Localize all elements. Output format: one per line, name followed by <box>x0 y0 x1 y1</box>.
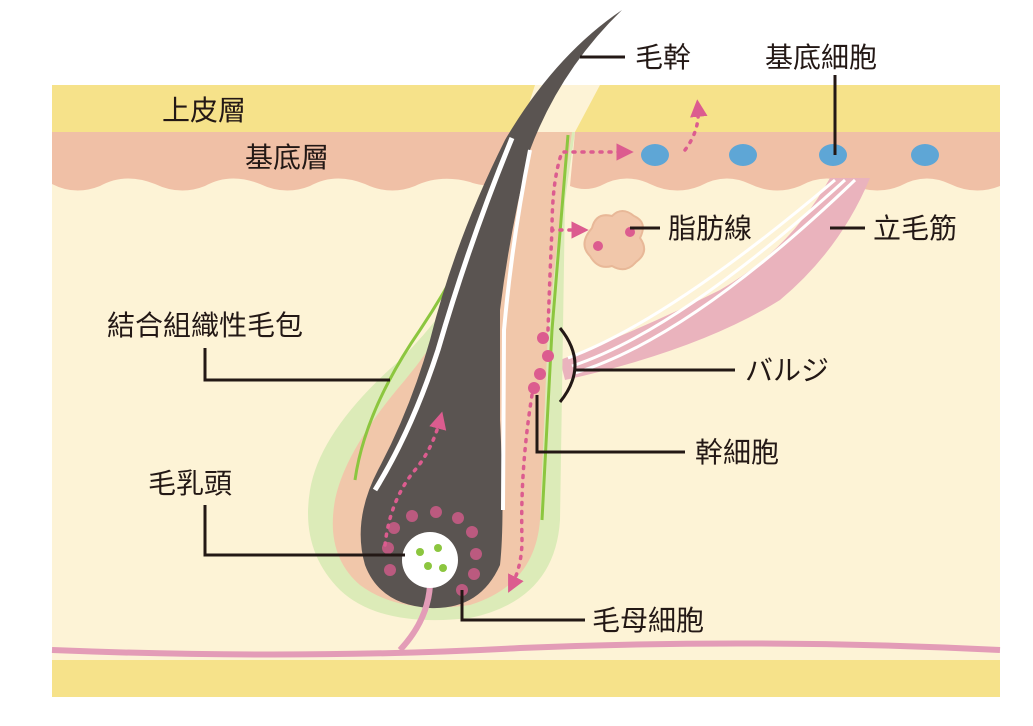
label-epidermis: 上皮層 <box>162 94 246 127</box>
hair-shaft <box>360 10 622 609</box>
label-stem-cell: 幹細胞 <box>695 436 779 469</box>
arrector-pili-muscle <box>560 178 870 380</box>
leader-connective <box>203 348 390 382</box>
sebaceous-gland <box>583 210 646 271</box>
leader-matrix <box>460 590 585 622</box>
epidermis-left <box>52 85 535 132</box>
basal-layer-left <box>52 132 520 191</box>
label-bulge: バルジ <box>745 354 829 387</box>
basal-layer-right <box>570 132 1000 191</box>
label-basal-layer: 基底層 <box>245 141 329 174</box>
basal-cells <box>641 144 939 166</box>
dermal-papilla <box>402 532 458 588</box>
migration-arrows <box>383 99 708 593</box>
papilla-stalk <box>397 584 433 653</box>
bottom-vessel <box>51 640 1001 658</box>
bottom-band <box>52 660 1000 697</box>
epidermis-right <box>575 85 1000 132</box>
label-basal-cell: 基底細胞 <box>765 41 877 74</box>
label-hair-matrix-cell: 毛母細胞 <box>592 604 704 637</box>
stem-cells <box>528 332 554 394</box>
leader-stem <box>535 395 685 454</box>
label-sebaceous-gland: 脂肪線 <box>668 212 752 245</box>
label-arrector-pili: 立毛筋 <box>873 212 957 245</box>
label-dermal-papilla: 毛乳頭 <box>148 467 232 500</box>
label-hair-shaft: 毛幹 <box>635 41 691 74</box>
leader-papilla <box>203 505 405 557</box>
bulge-bracket <box>558 327 577 403</box>
label-connective-tissue-sheath: 結合組織性毛包 <box>107 309 303 342</box>
